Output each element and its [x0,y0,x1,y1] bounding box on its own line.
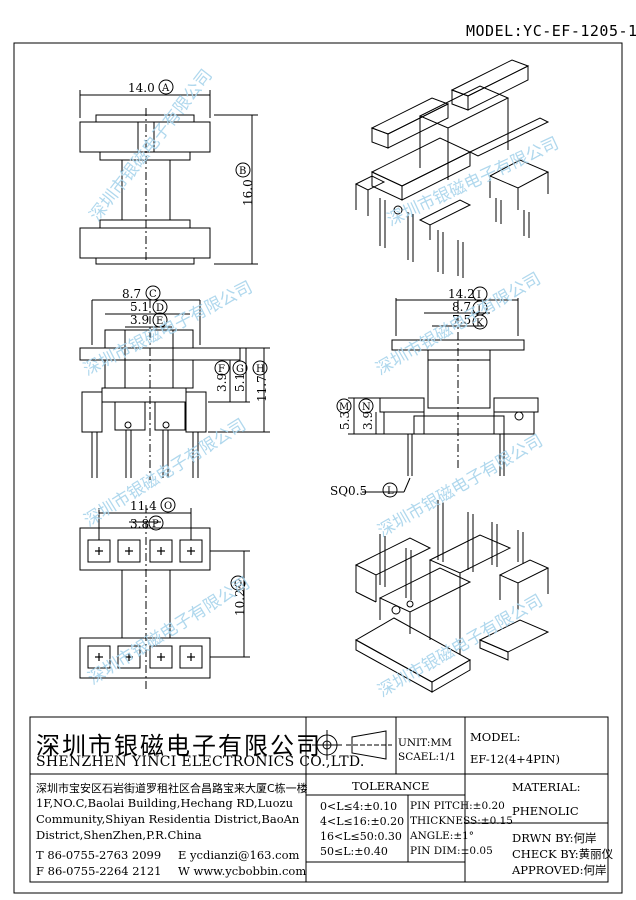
svg-text:D: D [156,303,164,314]
svg-text:F: F [218,364,225,375]
isometric-bottom-view [354,500,550,693]
address-en-line-2: Community,Shiyan Residentia District,Bao… [36,812,300,826]
isometric-top-view [354,59,550,278]
dim-K-value: 7.5 [452,313,471,327]
dim-H-value: 11.7 [255,375,269,402]
scale-label: SCAEL:1/1 [398,751,456,763]
website: W www.ycbobbin.com [178,864,307,878]
title-block-frame [29,716,609,883]
material-label: MATERIAL: [512,780,581,794]
thickness: THICKNESS:±0.15 [410,815,513,827]
svg-text:J: J [476,304,481,315]
tolerance-row-3: 16<L≤50:0.30 [320,830,402,843]
tolerance-row-1: 0<L≤4:±0.10 [320,800,398,813]
model-label: MODEL: [470,730,521,744]
pin-pitch: PIN PITCH:±0.20 [410,800,505,812]
tolerance-title: TOLERANCE [352,779,430,793]
telephone: T 86-0755-2763 2099 [36,848,162,862]
dim-J-value: 8.7 [452,300,471,314]
dim-D-value: 5.1 [130,300,149,314]
front-view [79,90,258,265]
svg-text:M: M [339,402,349,413]
svg-text:N: N [362,402,371,413]
svg-text:Q: Q [234,579,242,590]
side-view [79,299,270,480]
svg-text:E: E [156,316,163,327]
svg-text:G: G [236,364,244,375]
svg-text:L: L [387,486,394,497]
address-en-line-1: 1F,NO.C,Baolai Building,Hechang RD,Luozu [36,796,293,810]
dimension-labels: 14.0 A 16.0 B 8.7 C 5.1 D 3.9 E 3.9 F 5.… [122,79,488,616]
model-value: EF-12(4+4PIN) [470,752,560,766]
dim-L-value: SQ0.5 [330,484,367,498]
dim-F-value: 3.9 [215,373,229,392]
drawn-by: DRWN BY:何岸 [512,831,597,845]
tolerance-row-4: 50≤L:±0.40 [320,845,388,858]
svg-text:O: O [164,501,172,512]
dim-N-value: 3.9 [361,411,375,430]
right-elevation-view [348,298,539,493]
dim-I-value: 14.2 [448,287,475,301]
dim-G-value: 5.1 [233,373,247,392]
dim-C-value: 8.7 [122,287,141,301]
address-en-line-3: District,ShenZhen,P.R.China [36,828,202,842]
dim-M-value: 5.3 [338,411,352,430]
svg-text:K: K [476,318,484,329]
drawing-border [13,42,623,894]
bottom-view [79,505,250,690]
model-header: MODEL:YC-EF-1205-1 [466,22,636,40]
dim-O-value: 11.4 [130,499,157,513]
svg-text:B: B [239,166,246,177]
pin-dim: PIN DIM:±0.05 [410,845,493,857]
svg-text:I: I [477,290,481,301]
dim-B-value: 16.0 [241,179,255,206]
approved-by: APPROVED:何岸 [512,863,607,877]
angle: ANGLE:±1° [410,830,475,842]
material-value: PHENOLIC [512,804,579,818]
checked-by: CHECK BY:黄丽仪 [512,847,614,861]
svg-text:H: H [256,364,265,375]
unit-label: UNIT:MM [398,737,452,749]
dim-A-value: 14.0 [128,81,155,95]
company-name-en: SHENZHEN YINCI ELECTRONICS CO.,LTD. [36,754,365,770]
company-name-cn: 深圳市银磁电子有限公司 [36,732,322,760]
email: E ycdianzi@163.com [178,848,300,862]
address-cn: 深圳市宝安区石岩街道罗租社区合昌路宝来大厦C栋一楼 [36,782,308,795]
svg-text:A: A [161,83,170,94]
dim-P-value: 3.8 [130,517,149,531]
dim-Q-value: 10.2 [233,589,247,616]
dim-E-value: 3.9 [130,313,149,327]
svg-text:C: C [149,289,157,300]
svg-text:P: P [152,519,159,530]
tolerance-row-2: 4<L≤16:±0.20 [320,815,405,828]
fax: F 86-0755-2264 2121 [36,864,162,878]
